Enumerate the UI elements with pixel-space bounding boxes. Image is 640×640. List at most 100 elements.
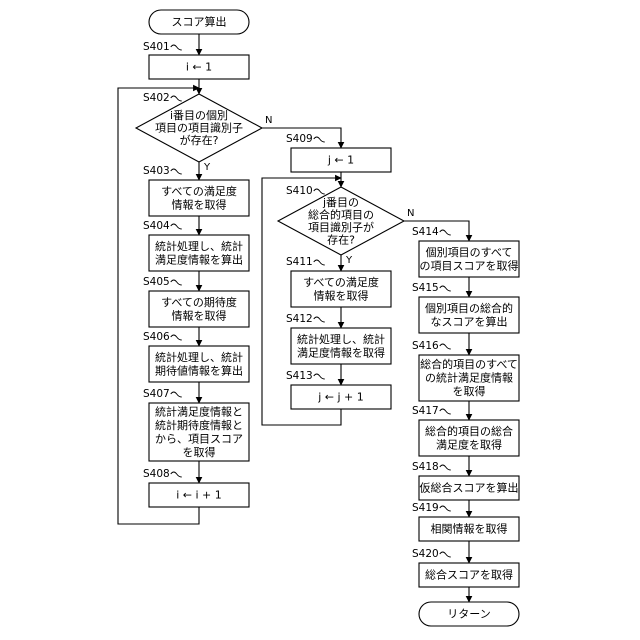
step-leader-s401 (171, 45, 182, 50)
step-leader-s405 (171, 280, 182, 285)
step-leader-s402 (171, 96, 182, 101)
process-s417: 総合的項目の総合満足度を取得 S417 (412, 405, 519, 456)
step-leader-s414 (440, 230, 451, 235)
s401-line-1: i ← 1 (186, 61, 212, 74)
step-leader-s411 (314, 260, 325, 265)
process-s419: 相関情報を取得 S419 (412, 502, 519, 541)
step-label-s412: S412 (286, 313, 313, 325)
s404-line-1: 統計処理し、統計 (155, 239, 243, 253)
s407-line-3: から、項目スコア (155, 432, 243, 445)
step-leader-s404 (171, 224, 182, 229)
s418-line-1: 仮総合スコアを算出 (420, 481, 519, 495)
s415-line-2: なスコアを算出 (431, 314, 508, 328)
step-label-s420: S420 (412, 548, 439, 560)
s407-line-1: 統計満足度情報と (155, 404, 243, 418)
s404-line-2: 満足度情報を算出 (155, 252, 243, 266)
s410-line-2: 総合的項目の (308, 207, 374, 221)
s417-line-2: 満足度を取得 (436, 437, 502, 451)
decision-s402: i番目の個別項目の項目識別子が存在? S402Y N (136, 92, 272, 173)
step-label-s415: S415 (412, 282, 439, 294)
s409-line-1: j ← 1 (327, 154, 354, 167)
step-leader-s410 (314, 189, 325, 194)
start-line-1: スコア算出 (172, 15, 227, 29)
s402-yes-label: Y (203, 162, 211, 173)
step-label-s407: S407 (143, 388, 170, 400)
step-label-s417: S417 (412, 405, 439, 417)
step-label-s416: S416 (412, 340, 439, 352)
step-label-s406: S406 (143, 331, 170, 343)
s405-line-1: すべての期待度 (161, 295, 237, 309)
step-leader-s412 (314, 317, 325, 322)
process-s416: 総合的項目のすべての統計満足度情報を取得 S416 (412, 340, 519, 401)
step-leader-s413 (314, 374, 325, 379)
process-s409: j ← 1 S409 (286, 133, 391, 172)
s411-line-1: すべての満足度 (303, 275, 379, 289)
s410-no-label: N (407, 208, 414, 219)
process-s408: i ← i + 1 S408 (143, 468, 249, 507)
process-s420: 総合スコアを取得 S420 (412, 548, 519, 587)
end-line-1: リターン (447, 608, 490, 621)
s415-line-1: 個別項目の総合的 (425, 301, 513, 315)
s405-line-2: 情報を取得 (172, 309, 227, 322)
s402-line-2: 項目の項目識別子 (155, 122, 243, 135)
process-s404: 統計処理し、統計満足度情報を算出 S404 (143, 220, 249, 271)
step-leader-s409 (314, 137, 325, 142)
step-label-s418: S418 (412, 461, 439, 473)
step-leader-s407 (171, 392, 182, 397)
s417-line-1: 総合的項目の総合 (425, 424, 513, 438)
s414-line-1: 個別項目のすべて (426, 246, 513, 259)
step-label-s414: S414 (412, 226, 439, 238)
s407-line-2: 統計期待度情報と (155, 418, 243, 432)
s402-line-3: が存在? (180, 133, 219, 147)
step-label-s408: S408 (143, 468, 170, 480)
step-leader-s415 (440, 286, 451, 291)
process-s415: 個別項目の総合的なスコアを算出 S415 (412, 282, 519, 333)
step-leader-s418 (440, 465, 451, 470)
s403-line-2: 情報を取得 (172, 198, 227, 211)
step-label-s405: S405 (143, 276, 170, 288)
step-leader-s416 (440, 344, 451, 349)
process-s405: すべての期待度情報を取得 S405 (143, 276, 249, 327)
s416-line-3: を取得 (453, 385, 486, 398)
s402-line-1: i番目の個別 (170, 109, 228, 122)
s410-line-4: 存在? (327, 232, 355, 246)
step-label-s402: S402 (143, 92, 170, 104)
s412-line-2: 満足度情報を取得 (297, 345, 385, 359)
step-label-s403: S403 (143, 165, 170, 177)
step-label-s419: S419 (412, 502, 439, 514)
s416-line-2: の統計満足度情報 (425, 371, 513, 385)
decision-s410: j番目の総合的項目の項目識別子が存在?S410YN (278, 185, 414, 266)
s419-line-1: 相関情報を取得 (431, 523, 508, 536)
step-label-s411: S411 (286, 256, 313, 268)
process-s406: 統計処理し、統計期待値情報を算出S406 (143, 331, 249, 382)
s410-line-1: j番目の (322, 196, 359, 209)
s407-line-4: を取得 (183, 446, 216, 459)
process-s411: すべての満足度情報を取得 S411 (286, 256, 391, 307)
step-label-s404: S404 (143, 220, 170, 232)
step-label-s401: S401 (143, 41, 170, 53)
step-leader-s420 (440, 552, 451, 557)
s403-line-1: すべての満足度 (161, 184, 237, 198)
s411-line-2: 情報を取得 (314, 289, 369, 302)
process-s413: j ← j + 1 S413 (286, 370, 391, 409)
step-leader-s417 (440, 409, 451, 414)
s420-line-1: 総合スコアを取得 (425, 568, 513, 582)
terminal-start: スコア算出 (149, 10, 249, 34)
s410-yes-label: Y (345, 255, 353, 266)
process-s407: 統計満足度情報と統計期待度情報とから、項目スコアを取得 S407 (143, 388, 249, 461)
process-s403: すべての満足度情報を取得 S403 (143, 165, 249, 216)
flow-nodes: スコア算出 i ← 1 S401 i番目の個別項目の項目識別子が存在? S402Y N すべ… (136, 10, 519, 626)
s402-no-label: N (265, 115, 272, 126)
terminal-end: リターン (419, 602, 519, 626)
step-label-s409: S409 (286, 133, 313, 145)
s414-line-2: の項目スコアを取得 (420, 259, 519, 272)
s416-line-1: 総合的項目のすべて (420, 357, 518, 371)
s408-line-1: i ← i + 1 (176, 489, 222, 502)
step-label-s413: S413 (286, 370, 313, 382)
step-leader-s419 (440, 506, 451, 511)
process-s412: 統計処理し、統計満足度情報を取得 S412 (286, 313, 391, 364)
s412-line-1: 統計処理し、統計 (297, 332, 385, 346)
s413-line-1: j ← j + 1 (317, 391, 364, 404)
step-leader-s406 (171, 335, 182, 340)
